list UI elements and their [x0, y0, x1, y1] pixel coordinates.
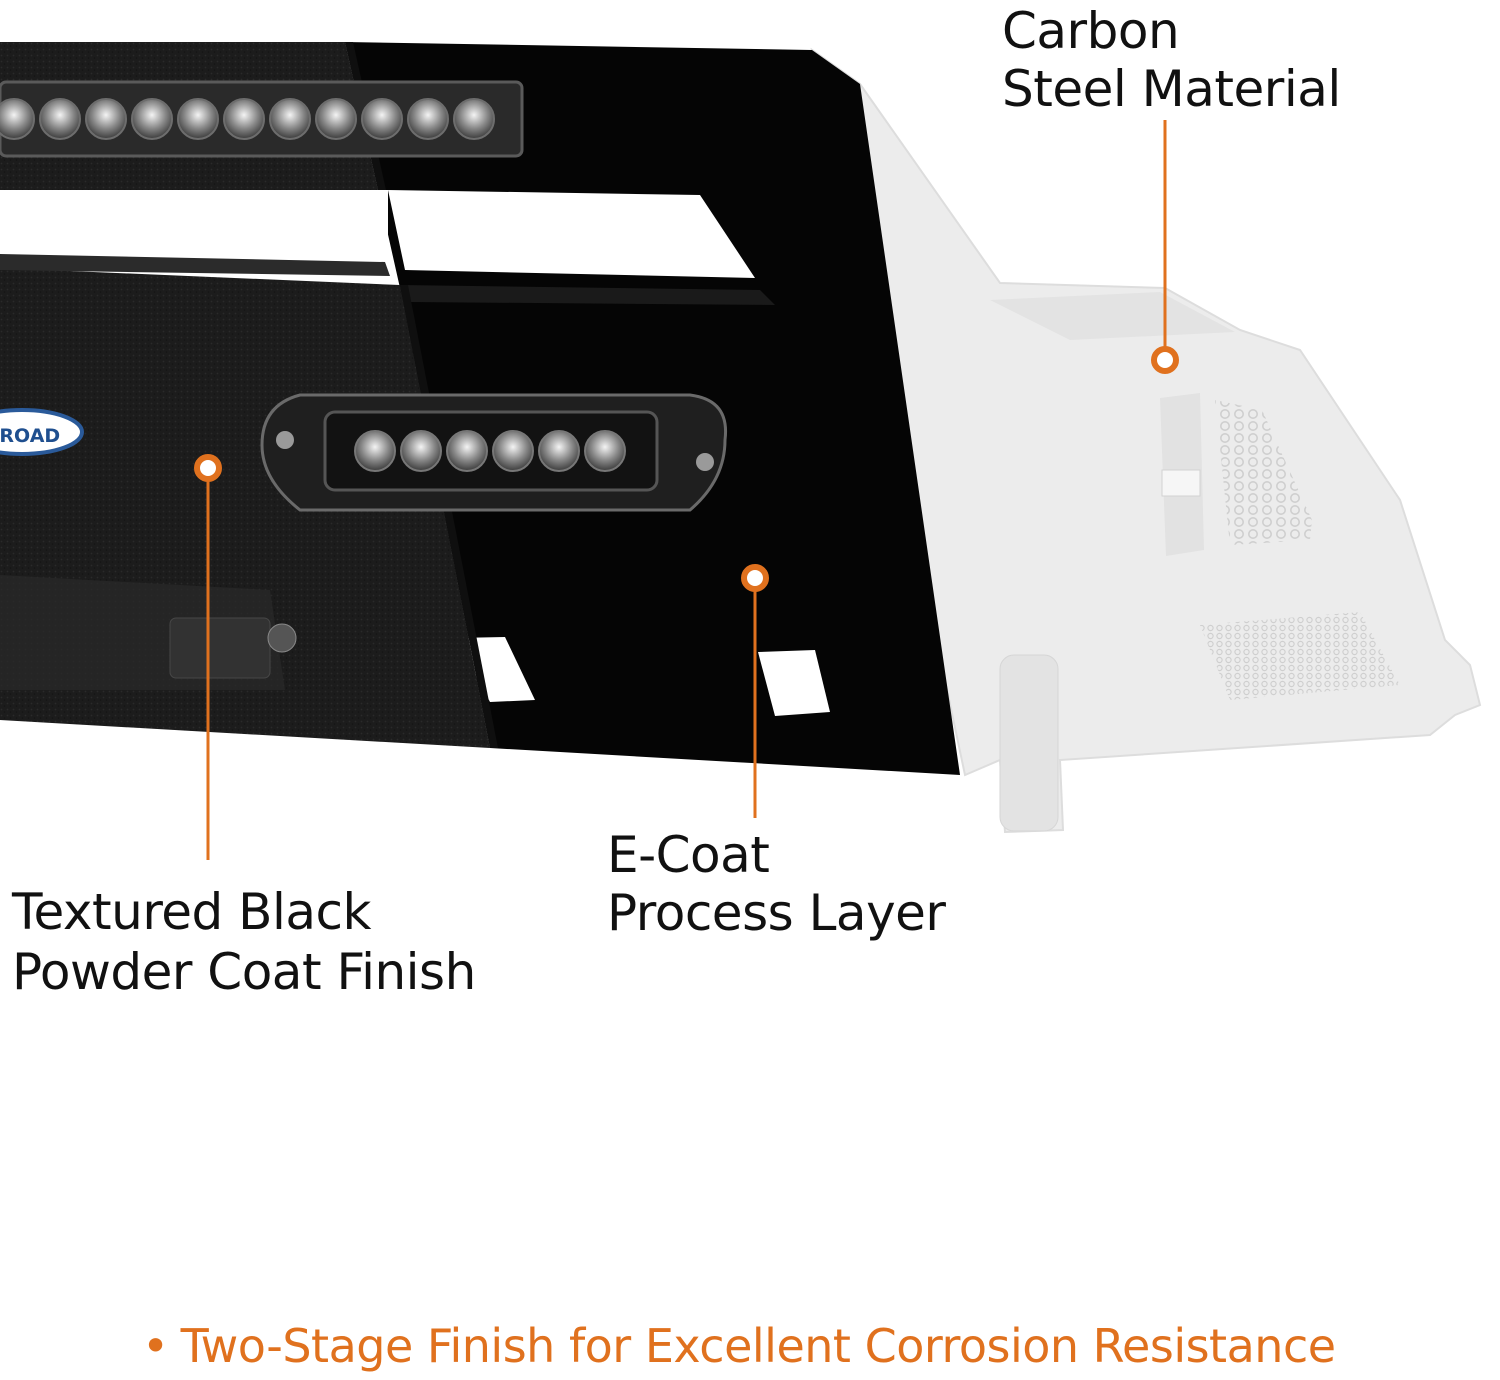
led-lens	[223, 98, 265, 140]
brand-badge: E ROAD	[0, 408, 84, 456]
led-lens	[361, 98, 403, 140]
e-coat-label-line1: E-Coat	[607, 826, 770, 884]
callout-ecoat	[741, 564, 769, 818]
carbon-steel-label-line2: Steel Material	[1002, 60, 1341, 118]
led-lens	[269, 98, 311, 140]
carbon-steel-label: Carbon Steel Material	[1002, 2, 1341, 118]
carbon-steel-label-line1: Carbon	[1002, 2, 1180, 60]
pod-led-lens	[492, 430, 534, 472]
led-lens	[315, 98, 357, 140]
footer-text: Two-Stage Finish for Excellent Corrosion…	[180, 1319, 1336, 1373]
callout-dot-icon	[194, 454, 222, 482]
bolt-icon	[267, 623, 297, 653]
pod-led-lens	[584, 430, 626, 472]
powder-coat-label: Textured Black Powder Coat Finish	[12, 882, 476, 1002]
pod-led-lens	[354, 430, 396, 472]
footer-tagline: •Two-Stage Finish for Excellent Corrosio…	[142, 1318, 1336, 1374]
led-pod-light-icon	[260, 393, 728, 512]
led-lens	[0, 98, 35, 140]
callout-dot-icon	[741, 564, 769, 592]
fine-mesh-grille	[1200, 612, 1400, 700]
e-coat-label: E-Coat Process Layer	[607, 826, 946, 942]
powder-coat-label-line1: Textured Black	[12, 883, 371, 941]
led-lens	[177, 98, 219, 140]
callout-dot-icon	[1151, 346, 1179, 374]
footer-bullet-icon: •	[142, 1319, 169, 1373]
led-lens	[131, 98, 173, 140]
carbon-steel-section	[810, 47, 1482, 834]
honeycomb-mesh-icon	[1215, 400, 1312, 545]
callout-textured	[194, 454, 222, 860]
pod-led-lens	[400, 430, 442, 472]
led-lens	[39, 98, 81, 140]
e-coat-label-line2: Process Layer	[607, 884, 946, 942]
led-lens	[453, 98, 495, 140]
callout-carbon	[1151, 120, 1179, 374]
led-lens	[407, 98, 449, 140]
powder-coat-label-line2: Powder Coat Finish	[12, 943, 476, 1001]
pod-led-lens	[446, 430, 488, 472]
brand-badge-text: E ROAD	[0, 425, 60, 447]
pod-led-lens	[538, 430, 580, 472]
led-lens	[85, 98, 127, 140]
led-light-bar-icon	[0, 80, 524, 158]
